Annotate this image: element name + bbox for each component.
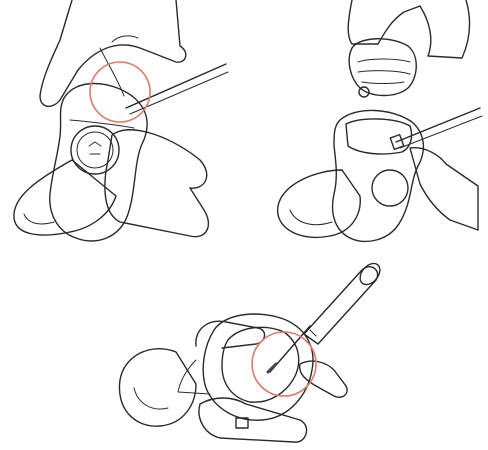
highlight-circle-icon	[252, 332, 316, 396]
pump-button-icon	[372, 170, 408, 206]
highlight-circle-icon	[90, 62, 150, 122]
hand-icon	[348, 0, 469, 58]
hand-icon	[40, 0, 186, 106]
hand-icon	[196, 321, 265, 348]
hand-icon	[105, 130, 209, 237]
panel-step-1	[14, 0, 228, 241]
breast-shield-icon	[119, 349, 196, 426]
breast-pump-body-icon	[50, 84, 147, 242]
pump-cap-icon	[349, 39, 416, 96]
panel-step-3	[119, 260, 383, 442]
breast-shield-icon	[14, 160, 116, 235]
pump-button-icon	[71, 126, 119, 174]
breast-shield-icon	[278, 170, 361, 237]
panel-step-2	[278, 0, 482, 241]
hand-icon	[300, 361, 347, 397]
screwdriver-icon	[268, 260, 384, 372]
breast-pump-body-icon	[203, 314, 313, 420]
